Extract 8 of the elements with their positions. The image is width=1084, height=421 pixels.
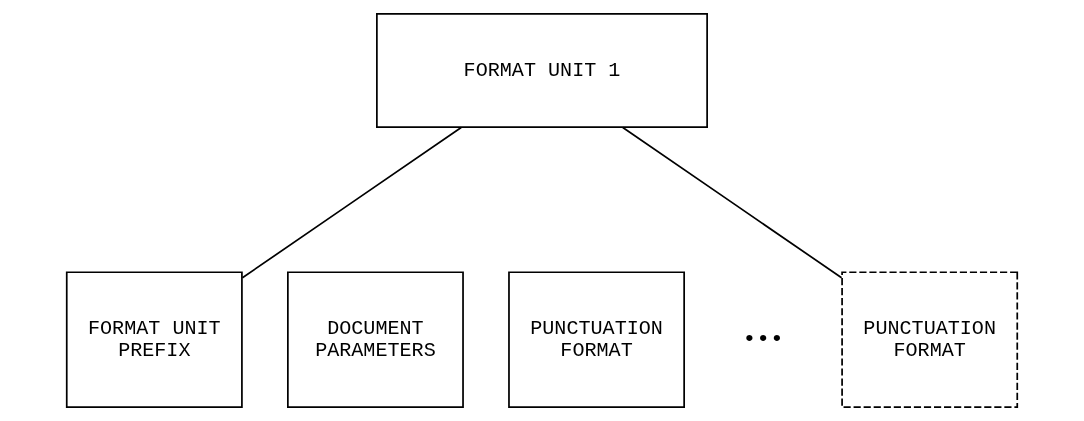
node-box: FORMAT UNIT 1 — [376, 12, 708, 129]
node-box: DOCUMENT PARAMETERS — [287, 271, 464, 409]
node-box: FORMAT UNIT PREFIX — [65, 271, 243, 409]
connector — [241, 126, 463, 279]
node-box: PUNCTUATION FORMAT — [508, 271, 685, 409]
node-box: PUNCTUATION FORMAT — [841, 271, 1019, 409]
connector — [621, 126, 843, 279]
label: ••• — [742, 326, 784, 353]
